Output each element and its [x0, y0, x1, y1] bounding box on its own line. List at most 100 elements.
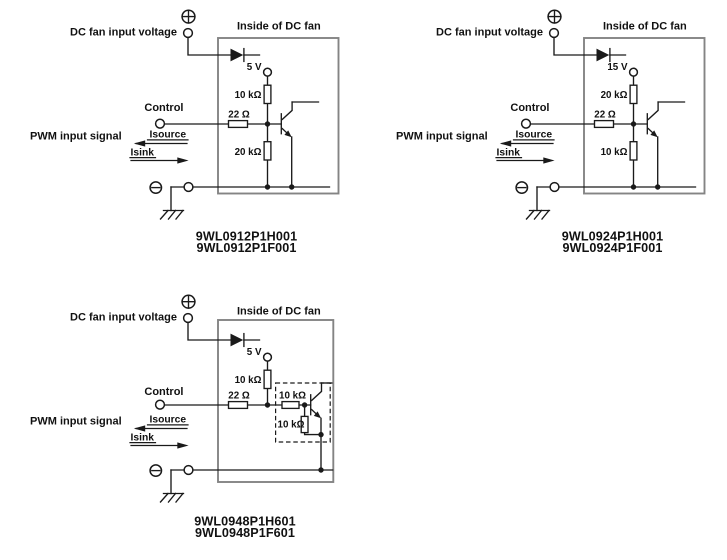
isource-label: Isource — [150, 414, 187, 425]
ground-icon — [159, 186, 185, 220]
negative-terminal — [549, 181, 560, 193]
resistor-base-value: 10 kΩ — [279, 391, 306, 402]
resistor-top-value: 10 kΩ — [235, 90, 262, 101]
junction-dot — [264, 402, 271, 408]
resistor-series-value: 22 Ω — [228, 390, 250, 401]
control-label: Control — [510, 102, 549, 114]
resistor-top — [263, 84, 272, 105]
inside-dc-fan-box — [583, 37, 706, 195]
resistor-top — [263, 369, 272, 390]
ground-icon — [525, 186, 551, 220]
minus-terminal-icon — [149, 464, 163, 478]
isource-label: Isource — [516, 129, 553, 140]
resistor-series-value: 22 Ω — [594, 109, 616, 120]
resistor-base — [281, 400, 300, 410]
minus-terminal-icon — [149, 181, 163, 195]
resistor-series — [593, 119, 615, 129]
pwm-label: PWM input signal — [30, 415, 122, 427]
input-terminal — [548, 27, 560, 39]
model-number-1: 9WL0924P1H001 — [562, 229, 663, 243]
base-emitter-resistor-wire — [303, 404, 322, 436]
supply-voltage-label: 5 V — [247, 62, 262, 73]
negative-terminal — [183, 464, 194, 476]
resistor-top-value: 20 kΩ — [601, 90, 628, 101]
isink-label: Isink — [131, 432, 155, 443]
internal-dashed-box — [275, 382, 331, 443]
isource-label: Isource — [150, 129, 187, 140]
resistor-series — [227, 119, 249, 129]
junction-dot — [264, 184, 271, 190]
control-terminal — [520, 118, 532, 129]
resistor-emitter — [300, 415, 309, 434]
supply-voltage-label: 5 V — [247, 347, 262, 358]
resistor-bottom-value: 20 kΩ — [235, 147, 262, 158]
diode-icon — [229, 47, 245, 63]
isource-arrow-icon — [133, 424, 189, 432]
junction-dot — [630, 121, 637, 127]
supply-terminal — [262, 67, 273, 77]
circuit-block-9wl0912: Inside of DC fan DC fan input voltage 5 … — [30, 9, 340, 255]
plus-terminal-icon — [181, 9, 196, 24]
junction-dot — [318, 431, 324, 438]
input-wire — [553, 36, 597, 56]
junction-dot — [318, 467, 324, 473]
control-label: Control — [144, 102, 183, 114]
resistor-series — [227, 400, 249, 410]
input-voltage-label: DC fan input voltage — [70, 311, 177, 323]
plus-terminal-icon — [547, 9, 562, 24]
isource-arrow-icon — [499, 139, 555, 147]
model-number-1: 9WL0948P1H601 — [194, 514, 295, 528]
inside-dc-fan-box — [217, 37, 340, 195]
inside-label: Inside of DC fan — [237, 21, 321, 33]
supply-terminal — [628, 67, 639, 77]
junction-dot — [301, 402, 308, 408]
control-label: Control — [144, 386, 183, 398]
isink-arrow-icon — [495, 157, 555, 164]
control-terminal — [154, 118, 166, 129]
input-terminal — [182, 27, 194, 39]
resistor-series-value: 22 Ω — [228, 109, 250, 120]
minus-terminal-icon — [515, 181, 529, 195]
isink-arrow-icon — [129, 157, 189, 164]
supply-voltage-label: 15 V — [607, 62, 628, 73]
resistor-bottom-value: 10 kΩ — [601, 147, 628, 158]
resistor-bottom — [263, 141, 272, 161]
circuit-block-9wl0948: Inside of DC fan DC fan input voltage 5 … — [30, 294, 335, 540]
junction-dot — [630, 184, 637, 190]
supply-terminal — [262, 352, 273, 362]
npn-transistor-icon — [646, 101, 659, 138]
isource-arrow-icon — [133, 139, 189, 147]
junction-dot — [289, 184, 295, 190]
inside-dc-fan-box — [217, 319, 335, 483]
isink-label: Isink — [497, 147, 521, 158]
resistor-top — [629, 84, 638, 105]
input-voltage-label: DC fan input voltage — [70, 26, 177, 38]
junction-dot — [264, 121, 271, 127]
model-number-1: 9WL0912P1H001 — [196, 229, 297, 243]
resistor-emitter-value: 10 kΩ — [278, 419, 305, 430]
input-wire — [187, 36, 231, 56]
diode-icon — [229, 332, 245, 348]
pwm-label: PWM input signal — [30, 130, 122, 142]
control-terminal — [154, 399, 166, 410]
ground-icon — [159, 469, 185, 503]
input-voltage-label: DC fan input voltage — [436, 26, 543, 38]
input-wire — [187, 321, 231, 341]
model-number-2: 9WL0912P1F001 — [196, 241, 296, 255]
model-number-2: 9WL0948P1F601 — [195, 526, 295, 540]
negative-terminal — [183, 181, 194, 193]
resistor-bottom — [629, 141, 638, 161]
npn-transistor-icon — [280, 101, 293, 138]
resistor-top-value: 10 kΩ — [235, 375, 262, 386]
model-number-2: 9WL0924P1F001 — [562, 241, 662, 255]
circuit-block-9wl0924: Inside of DC fan DC fan input voltage 15… — [396, 9, 706, 255]
inside-label: Inside of DC fan — [237, 306, 321, 318]
inside-label: Inside of DC fan — [603, 21, 687, 33]
isink-arrow-icon — [129, 442, 189, 449]
plus-terminal-icon — [181, 294, 196, 309]
pwm-label: PWM input signal — [396, 130, 488, 142]
input-terminal — [182, 312, 194, 324]
isink-label: Isink — [131, 147, 155, 158]
